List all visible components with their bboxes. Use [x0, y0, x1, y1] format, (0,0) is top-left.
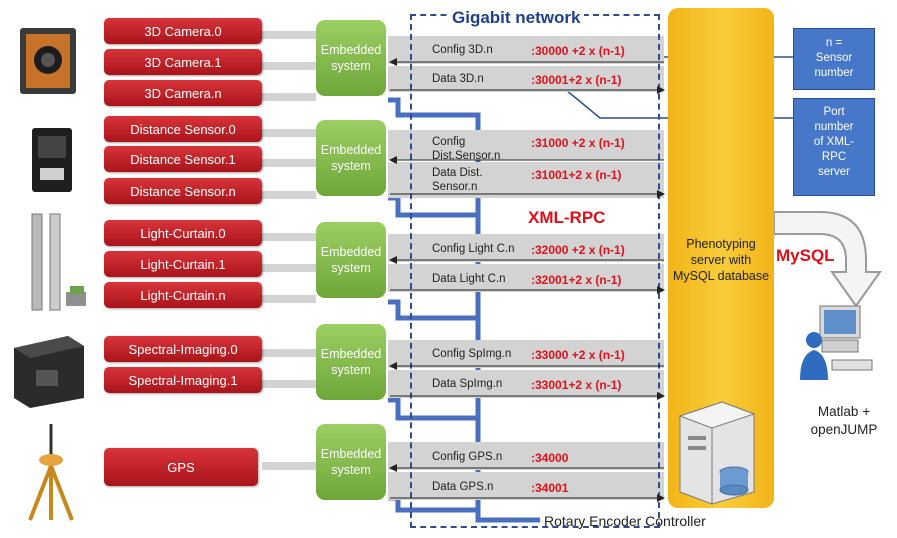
data-label: Data 3D.n: [432, 73, 484, 85]
sensor-connector: [262, 159, 316, 167]
embedded-label-line2: system: [331, 261, 371, 275]
xml-rpc-label: XML-RPC: [528, 208, 606, 227]
data-bar: [388, 370, 664, 398]
embedded-label-line1: Embedded: [320, 245, 382, 259]
data-label-line1: Data Dist.: [432, 167, 483, 179]
legend-port-line1: Port: [823, 106, 845, 118]
embedded-system: Embedded system: [316, 324, 386, 400]
sensor-3d-camera-1: 3D Camera.1: [104, 49, 262, 75]
embedded-label-line1: Embedded: [320, 143, 382, 157]
data-bar: [388, 162, 664, 198]
legend-port-line2: number: [814, 121, 854, 133]
legend-n-line2: Sensor: [815, 52, 853, 64]
config-label: Config 3D.n: [432, 44, 493, 56]
embedded-label-line2: system: [331, 159, 371, 173]
gps-receiver-icon: [28, 424, 74, 521]
sensor-spectral-imaging-1: Spectral-Imaging.1: [104, 367, 262, 393]
legend-n-line3: number: [814, 67, 854, 79]
desktop-computer-icon: [800, 305, 873, 380]
3d-camera-icon: [20, 28, 76, 94]
sensor-connector: [262, 462, 316, 470]
sensor-connector: [262, 380, 316, 388]
embedded-label-line2: system: [331, 463, 371, 477]
data-label: Data Light C.n: [432, 273, 506, 285]
sensor-light-curtain-1: Light-Curtain.1: [104, 251, 262, 277]
embedded-label-line2: system: [331, 363, 371, 377]
distance-sensor-icon: [32, 128, 72, 192]
server-tower-icon: [678, 401, 756, 505]
client-label-line2: openJUMP: [810, 422, 878, 437]
config-label-line2: Dist.Sensor.n: [432, 150, 501, 162]
sensor-connector: [262, 62, 316, 70]
config-port: :32000 +2 x (n-1): [531, 243, 625, 257]
sensor-connector: [262, 295, 316, 303]
gigabit-network-title: Gigabit network: [448, 8, 585, 28]
rotary-encoder-label: Rotary Encoder Controller: [544, 513, 706, 529]
data-port: :34001: [531, 481, 569, 495]
sensor-distance-1: Distance Sensor.1: [104, 146, 262, 172]
config-bar: [388, 340, 664, 368]
sensor-light-curtain-0: Light-Curtain.0: [104, 220, 262, 246]
legend-port-line4: RPC: [821, 151, 847, 163]
sensor-connector: [262, 349, 316, 357]
config-bar: [388, 130, 664, 160]
embedded-label-line2: system: [331, 59, 371, 73]
sensor-connector: [262, 233, 316, 241]
config-label-line1: Config: [432, 136, 466, 148]
data-port: :30001+2 x (n-1): [531, 73, 622, 87]
sensor-connector: [262, 191, 316, 199]
config-port: :34000: [531, 451, 569, 465]
embedded-label-line1: Embedded: [320, 447, 382, 461]
embedded-system: Embedded system: [316, 424, 386, 500]
config-bar: [388, 442, 664, 470]
sensor-connector: [262, 93, 316, 101]
config-bar: [388, 36, 664, 64]
embedded-system: Embedded system: [316, 120, 386, 196]
config-label: Config Light C.n: [432, 243, 515, 255]
sensor-connector: [262, 264, 316, 272]
data-bar: [388, 264, 664, 292]
legend-port-line5: server: [818, 166, 850, 178]
sensor-connector: [262, 129, 316, 137]
sensor-spectral-imaging-0: Spectral-Imaging.0: [104, 336, 262, 362]
light-curtain-icon: [31, 213, 86, 311]
sensor-3d-camera-0: 3D Camera.0: [104, 18, 262, 44]
config-label: Config SpImg.n: [432, 348, 512, 360]
mysql-label: MySQL: [776, 246, 835, 265]
config-bar: [388, 234, 664, 262]
sensor-connector: [262, 31, 316, 39]
sensor-light-curtain-n: Light-Curtain.n: [104, 282, 262, 308]
config-port: :33000 +2 x (n-1): [531, 348, 625, 362]
embedded-system: Embedded system: [316, 20, 386, 96]
client-label-line1: Matlab +: [817, 404, 871, 419]
config-port: :31000 +2 x (n-1): [531, 136, 625, 150]
sensor-distance-0: Distance Sensor.0: [104, 116, 262, 142]
data-port: :32001+2 x (n-1): [531, 273, 622, 287]
spectral-camera-icon: [14, 336, 84, 408]
embedded-label-line1: Embedded: [320, 347, 382, 361]
data-label: Data SpImg.n: [432, 378, 503, 390]
data-label: Data GPS.n: [432, 481, 494, 493]
config-port: :30000 +2 x (n-1): [531, 44, 625, 58]
data-bar: [388, 472, 664, 500]
phenotyping-server-label: Phenotyping server with MySQL database: [672, 237, 770, 283]
mysql-arrow: [774, 211, 882, 308]
embedded-system: Embedded system: [316, 222, 386, 298]
port-number-legend: Port number of XML- RPC server: [793, 98, 875, 196]
sensor-3d-camera-n: 3D Camera.n: [104, 80, 262, 106]
sensor-distance-n: Distance Sensor.n: [104, 178, 262, 204]
config-label: Config GPS.n: [432, 451, 503, 463]
data-label-line2: Sensor.n: [432, 181, 478, 193]
sensor-gps: GPS: [104, 448, 258, 486]
embedded-label-line1: Embedded: [320, 43, 382, 57]
data-port: :31001+2 x (n-1): [531, 168, 622, 182]
legend-port-line3: of XML-: [813, 136, 855, 148]
sensor-number-legend: n = Sensor number: [793, 28, 875, 90]
data-port: :33001+2 x (n-1): [531, 378, 622, 392]
data-bar: [388, 66, 664, 92]
legend-n-line1: n =: [825, 37, 843, 49]
